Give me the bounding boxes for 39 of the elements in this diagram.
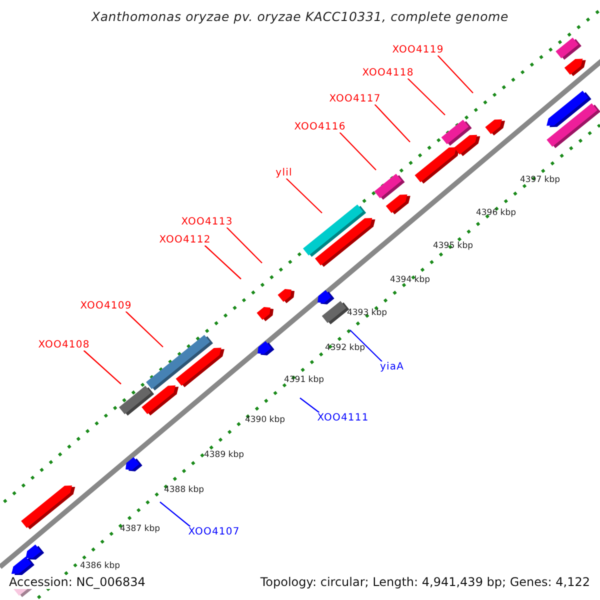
gene-label: XOO4109 xyxy=(80,300,132,312)
genome-info-text: Topology: circular; Length: 4,941,439 bp; Genes: 4,122 xyxy=(260,575,590,589)
leader-line xyxy=(226,227,262,264)
gene-label: XOO4107 xyxy=(188,526,240,538)
leader-line xyxy=(286,178,322,214)
leader-line xyxy=(125,311,164,348)
leader-line xyxy=(300,398,320,413)
tick-label: 4393 kbp xyxy=(346,308,388,318)
title: Xanthomonas oryzae pv. oryzae KACC10331, complete genome xyxy=(90,9,510,24)
gene-label: XOO4111 xyxy=(317,412,369,424)
leader-line xyxy=(204,245,242,280)
leader-line xyxy=(350,330,382,362)
leader-line xyxy=(160,502,191,527)
gene-label: XOO4112 xyxy=(159,234,211,246)
tick-label: 4391 kbp xyxy=(284,375,324,385)
tick-label: 4392 kbp xyxy=(324,343,366,353)
gene-label: XOO4108 xyxy=(38,340,90,350)
leader-line xyxy=(339,132,376,170)
gene-label: XOO4119 xyxy=(392,44,444,56)
accession-text: Accession: NC_006834 xyxy=(9,575,146,589)
tick-label: 4394 kbp xyxy=(390,275,430,285)
tick-label: 4386 kbp xyxy=(80,561,120,571)
tick-label: 4390 kbp xyxy=(244,415,286,425)
tick-label: 4389 kbp xyxy=(204,450,244,460)
gene-label: yiaA xyxy=(380,362,404,372)
gene-label: XOO4117 xyxy=(329,94,381,104)
tick-label: 4395 kbp xyxy=(432,241,474,251)
leader-line xyxy=(437,55,474,94)
tick-label: 4397 kbp xyxy=(520,175,560,185)
tick-label: 4388 kbp xyxy=(164,485,204,495)
leader-line xyxy=(407,78,446,116)
gene-label: XOO4113 xyxy=(181,216,233,228)
leader-line xyxy=(83,350,122,384)
tick-label: 4387 kbp xyxy=(120,524,160,534)
tick-label: 4396 kbp xyxy=(476,208,516,218)
leader-line xyxy=(374,104,410,142)
gene-label: ylil xyxy=(276,168,292,178)
gene-label: XOO4116 xyxy=(294,122,346,132)
gene-label: XOO4118 xyxy=(362,68,414,78)
